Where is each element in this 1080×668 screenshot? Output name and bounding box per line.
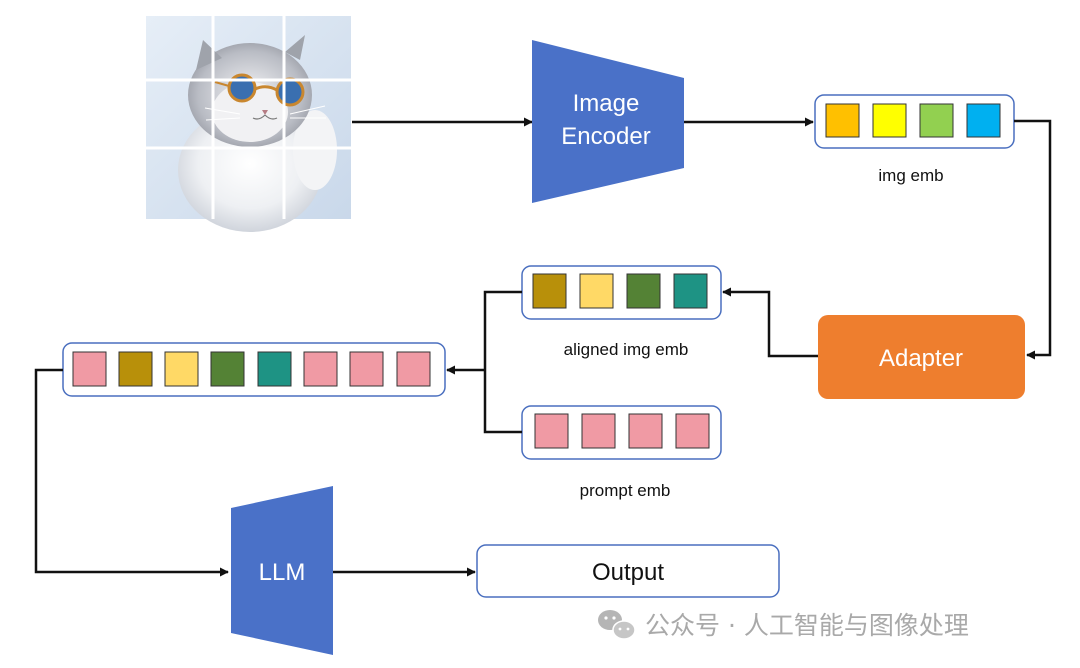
adapter-label: Adapter bbox=[879, 345, 963, 372]
prompt-emb-token bbox=[581, 413, 616, 449]
aligned-emb-label: aligned img emb bbox=[564, 340, 689, 359]
llm-label: LLM bbox=[259, 559, 306, 586]
prompt-emb-token bbox=[675, 413, 710, 449]
img-emb-label: img emb bbox=[878, 166, 943, 185]
combined-emb-token bbox=[72, 351, 107, 387]
wechat-icon bbox=[598, 610, 636, 640]
arrow-combined-to-llm bbox=[34, 368, 229, 577]
image-encoder: Image Encoder bbox=[532, 40, 684, 203]
combined-emb-token bbox=[118, 351, 153, 387]
combined-emb-token bbox=[303, 351, 338, 387]
adapter: Adapter bbox=[818, 315, 1025, 399]
combined-emb-token bbox=[164, 351, 199, 387]
combined-emb-token bbox=[396, 351, 431, 387]
prompt-emb-label: prompt emb bbox=[580, 481, 671, 500]
output: Output bbox=[476, 544, 780, 598]
adapter-box bbox=[818, 315, 1025, 399]
input-image bbox=[146, 16, 351, 232]
image-encoder-shape bbox=[532, 40, 684, 203]
combined-emb bbox=[62, 342, 446, 397]
llm: LLM bbox=[231, 486, 333, 655]
output-label: Output bbox=[592, 559, 664, 586]
img-emb-token bbox=[919, 103, 954, 138]
img-emb-token bbox=[966, 103, 1001, 138]
llm-shape bbox=[231, 486, 333, 655]
image-encoder-label-line2: Encoder bbox=[561, 123, 650, 150]
aligned-emb-token bbox=[673, 273, 708, 309]
watermark-text: 公众号 · 人工智能与图像处理 bbox=[645, 611, 969, 640]
prompt-emb-token bbox=[628, 413, 663, 449]
prompt-emb-token bbox=[534, 413, 569, 449]
combined-emb-token bbox=[257, 351, 292, 387]
aligned-emb-token bbox=[579, 273, 614, 309]
img-emb-token bbox=[872, 103, 907, 138]
arrow-img-emb-to-adapter bbox=[1014, 119, 1052, 360]
image-encoder-label-line1: Image bbox=[573, 90, 640, 117]
img-emb: img emb bbox=[814, 94, 1015, 185]
aligned-emb-token bbox=[626, 273, 661, 309]
watermark: 公众号 · 人工智能与图像处理 bbox=[598, 610, 969, 640]
aligned-emb-token bbox=[532, 273, 567, 309]
img-emb-token bbox=[825, 103, 860, 138]
arrow-adapter-to-aligned-emb bbox=[722, 287, 818, 358]
output-box bbox=[476, 544, 780, 598]
aligned-img-emb: aligned img emb bbox=[521, 265, 722, 359]
connector-aligned bbox=[483, 290, 522, 434]
combined-emb-token bbox=[210, 351, 245, 387]
patch-grid bbox=[146, 16, 351, 219]
combined-emb-token bbox=[349, 351, 384, 387]
prompt-emb: prompt emb bbox=[521, 405, 722, 500]
